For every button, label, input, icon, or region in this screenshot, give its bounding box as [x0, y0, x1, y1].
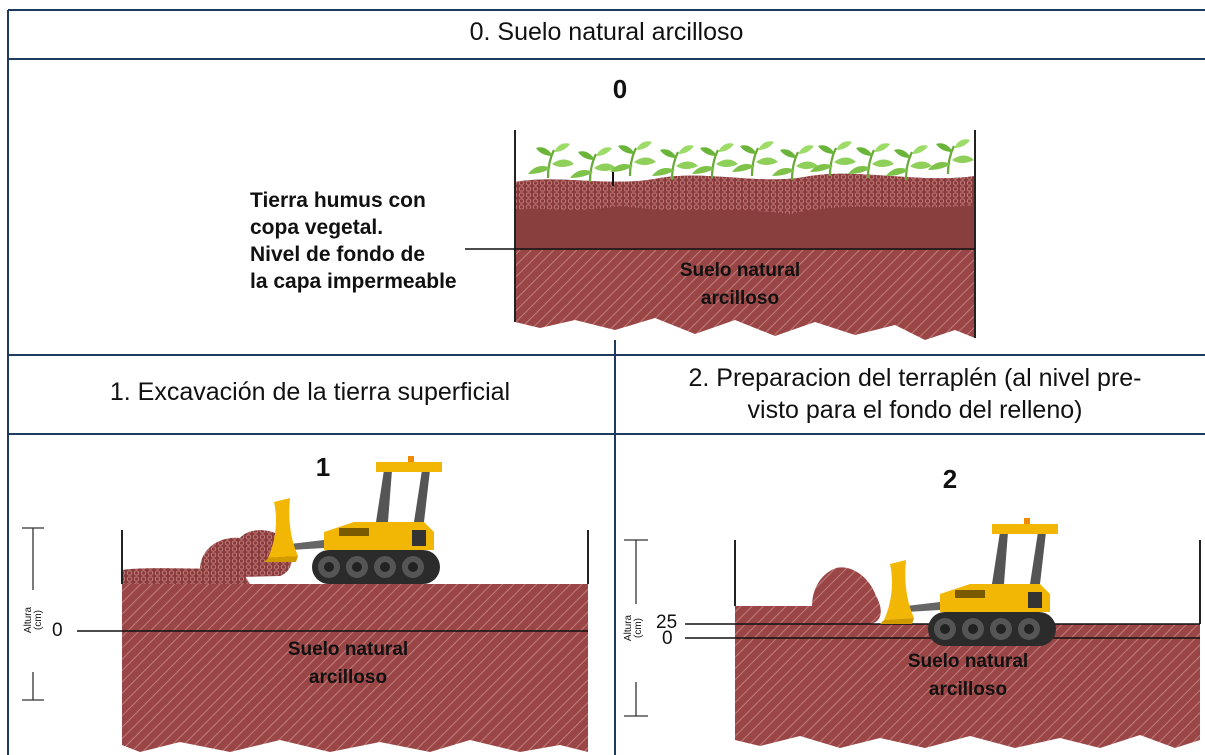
plant-icon: [568, 146, 618, 184]
axis-zero-panel-2: 0: [662, 628, 673, 649]
plant-icon: [730, 140, 780, 178]
plant-row: [526, 138, 976, 184]
plant-icon: [808, 140, 858, 178]
soil-label-line1: Suelo natural: [679, 260, 801, 281]
topsoil-description-line: la capa impermeable: [250, 270, 457, 293]
plant-icon: [926, 138, 976, 176]
plant-icon: [650, 144, 700, 182]
soil-label-line1: Suelo natural: [907, 651, 1029, 672]
axis-title-panel-1: Altura (cm): [23, 600, 44, 640]
panel-0-number: 0: [612, 74, 628, 104]
axis-25-panel-2: 25: [656, 612, 678, 633]
panel-0-soil-profile: [465, 130, 976, 340]
soil-label-panel-1: Suelo natural arcilloso: [248, 636, 448, 692]
axis-title-panel-2: Altura (cm): [623, 608, 644, 648]
plant-icon: [608, 140, 658, 178]
soil-label-line1: Suelo natural: [287, 639, 409, 660]
panel-2-embankment: [624, 518, 1201, 748]
topsoil-description: Tierra humus con copa vegetal. Nivel de …: [250, 187, 457, 295]
section-0-header: 0. Suelo natural arcilloso: [469, 18, 744, 46]
soil-label-line2: arcilloso: [928, 679, 1008, 700]
section-2-header: 2. Preparacion del terraplén (al nivel p…: [630, 362, 1200, 426]
soil-label-line2: arcilloso: [700, 288, 780, 309]
panel-1-number: 1: [315, 452, 331, 482]
topsoil-description-line: Tierra humus con: [250, 189, 426, 212]
plant-icon: [690, 142, 740, 180]
soil-label-panel-2: Suelo natural arcilloso: [868, 648, 1068, 704]
topsoil-description-line: Nivel de fondo de: [250, 243, 426, 266]
axis-zero-panel-1: 0: [52, 620, 63, 641]
panel-1-excavation: [22, 456, 589, 752]
section-2-header-line2: visto para el fondo del relleno): [747, 396, 1083, 424]
axis-title-line2: (cm): [633, 618, 644, 638]
plant-icon: [770, 144, 820, 182]
panel-2-number: 2: [942, 464, 958, 494]
grid-frame: [7, 9, 1205, 755]
plant-icon: [884, 144, 934, 182]
soil-label-panel-0: Suelo natural arcilloso: [640, 257, 840, 313]
topsoil-description-line: copa vegetal.: [250, 216, 384, 239]
soil-label-line2: arcilloso: [308, 667, 388, 688]
axis-title-line2: (cm): [33, 610, 44, 630]
plant-icon: [526, 142, 576, 180]
section-2-header-line1: 2. Preparacion del terraplén (al nivel p…: [688, 364, 1142, 392]
section-1-header: 1. Excavación de la tierra superficial: [109, 378, 511, 406]
plant-icon: [846, 142, 896, 180]
